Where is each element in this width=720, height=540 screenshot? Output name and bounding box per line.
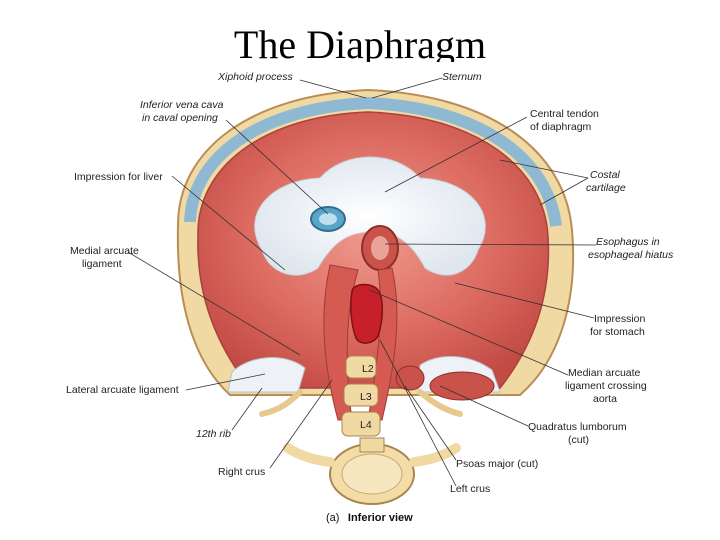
label-quadratus-1: Quadratus lumborum: [528, 421, 627, 433]
label-median-arcuate-1: Median arcuate: [568, 367, 641, 379]
vertebra-L4: [341, 411, 381, 437]
label-costal-2: cartilage: [586, 182, 626, 194]
vertebra-L3: [343, 383, 379, 407]
rib-12: [259, 389, 303, 417]
figure-caption: (a) Inferior view: [326, 508, 413, 525]
label-ivc-1: Inferior vena cava: [140, 99, 224, 111]
label-median-arcuate-3: aorta: [593, 393, 617, 405]
label-costal-1: Costal: [590, 169, 620, 181]
lateral-arcuate-ligament: [227, 357, 306, 393]
central-tendon: [254, 156, 486, 276]
label-median-arcuate-2: ligament crossing: [565, 380, 647, 392]
label-L2: L2: [362, 363, 374, 375]
label-xiphoid: Xiphoid process: [217, 71, 293, 83]
quadratus-lumborum: [429, 371, 495, 401]
label-ivc-2: in caval opening: [142, 112, 218, 124]
label-lateral-arcuate: Lateral arcuate ligament: [66, 384, 179, 396]
label-medial-arcuate-2: ligament: [82, 258, 122, 270]
label-impression-liver: Impression for liver: [74, 171, 163, 183]
label-right-crus: Right crus: [218, 466, 265, 478]
label-L3: L3: [360, 391, 372, 403]
label-left-crus: Left crus: [450, 483, 490, 495]
label-medial-arcuate-1: Medial arcuate: [70, 245, 139, 257]
label-esophagus-2: esophageal hiatus: [588, 249, 674, 261]
label-central-tendon-1: Central tendon: [530, 108, 599, 120]
page-title: The Diaphragm: [233, 22, 487, 62]
label-central-tendon-2: of diaphragm: [530, 121, 592, 133]
label-quadratus-2: (cut): [568, 434, 589, 446]
caption-text: Inferior view: [348, 512, 413, 524]
label-12th-rib: 12th rib: [196, 428, 231, 440]
label-psoas: Psoas major (cut): [456, 458, 538, 470]
label-L4: L4: [360, 419, 372, 431]
aorta: [350, 283, 383, 344]
label-impression-stomach-1: Impression: [594, 313, 646, 325]
costal-cartilage: [184, 96, 562, 227]
vertebra-L2: [345, 355, 377, 379]
label-sternum: Sternum: [442, 71, 482, 83]
label-impression-stomach-2: for stomach: [590, 326, 645, 338]
caption-part: (a): [326, 512, 339, 524]
leader-lines: [127, 77, 597, 487]
label-esophagus-1: Esophagus in: [596, 236, 660, 248]
